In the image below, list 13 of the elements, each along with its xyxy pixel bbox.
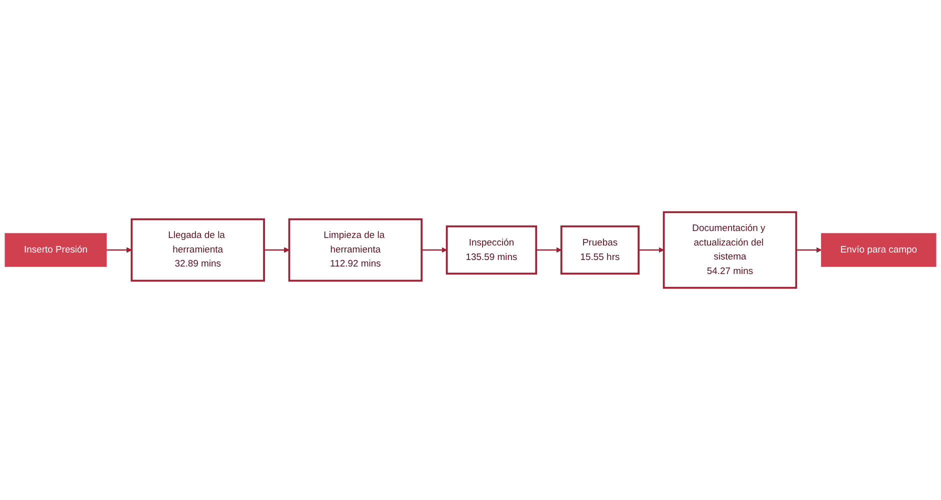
node-box: Limpieza de la herramienta 112.92 mins bbox=[288, 218, 423, 282]
node-box: Llegada de la herramienta 32.89 mins bbox=[130, 218, 265, 282]
node-box: Documentación y actualización del sistema 54.27 mins bbox=[662, 211, 798, 289]
arrow bbox=[106, 247, 132, 253]
node-box: Envío para campo bbox=[821, 233, 936, 267]
arrow bbox=[264, 247, 290, 253]
arrow bbox=[536, 247, 562, 253]
node-box: Inspección 135.59 mins bbox=[446, 225, 538, 275]
arrow bbox=[796, 247, 822, 253]
arrow bbox=[422, 247, 448, 253]
node-box: Pruebas 15.55 hrs bbox=[560, 225, 640, 275]
arrow bbox=[638, 247, 664, 253]
node-box: Inserto Presión bbox=[4, 233, 107, 267]
